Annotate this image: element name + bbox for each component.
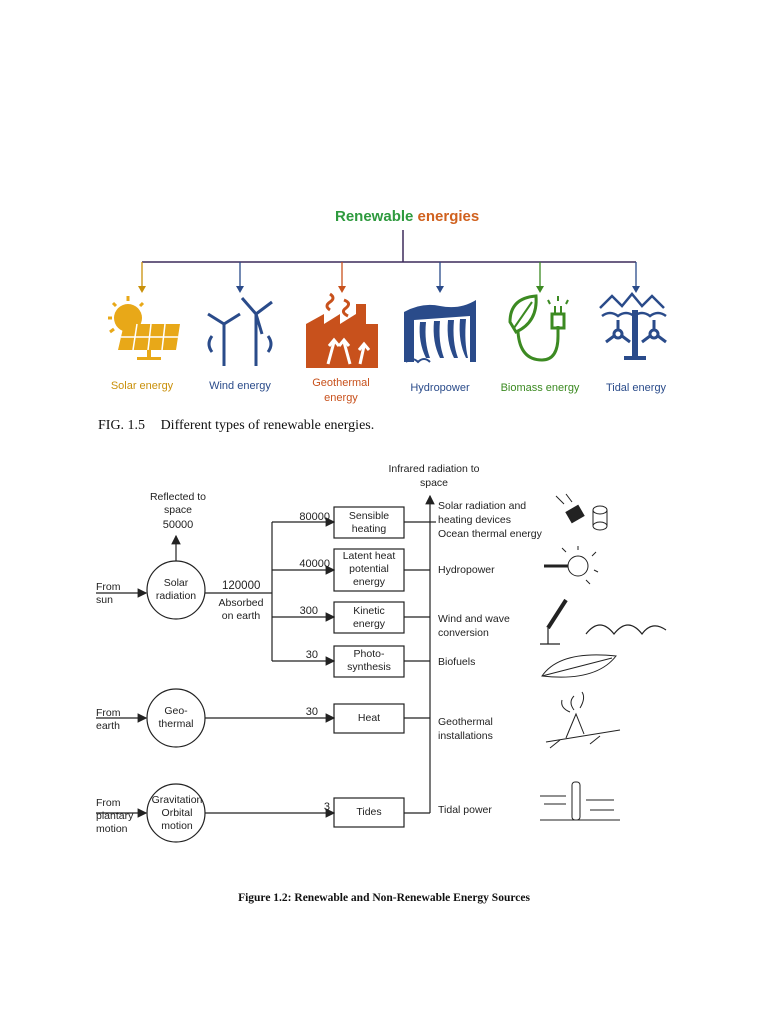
tidal-turbine-icon — [599, 292, 667, 360]
from-earth-label: From earth — [96, 707, 121, 732]
label-tidal-energy: Tidal energy — [605, 382, 667, 394]
label-wind-energy: Wind energy — [209, 380, 271, 392]
water-wheel-icon — [544, 546, 599, 585]
tree-connector-lines — [138, 230, 640, 293]
from-plantary-label: From plantary motion — [96, 797, 134, 835]
label-hydropower: Hydropower — [410, 382, 470, 394]
figure-renewable-types: Renewable energies — [0, 0, 768, 450]
output-label: Geothermal installations — [438, 716, 493, 742]
reflected-value: 50000 — [162, 519, 194, 531]
figure-caption: FIG. 1.5 Different types of renewable en… — [98, 418, 374, 434]
absorbed-value: 120000 — [222, 580, 261, 592]
box-label: Kinetic energy — [352, 605, 386, 630]
tide-gauge-icon — [540, 781, 620, 821]
wind-turbine-icon — [207, 297, 273, 366]
solar-circle-label: Solar radiation — [155, 577, 197, 602]
flow-value: 80000 — [299, 511, 330, 523]
flow-value: 3 — [323, 801, 330, 813]
output-label: Hydropower — [438, 564, 495, 576]
flow-value: 30 — [305, 706, 318, 718]
figure-2-caption: Figure 1.2: Renewable and Non-Renewable … — [238, 892, 530, 904]
label-solar-energy: Solar energy — [110, 380, 174, 392]
flow-value: 30 — [305, 649, 318, 661]
output-label: Biofuels — [438, 656, 476, 668]
title-word-renewable: Renewable — [335, 208, 414, 225]
label-biomass-energy: Biomass energy — [500, 382, 580, 394]
leaf-icon — [541, 654, 617, 678]
infrared-label: Infrared radiation to space — [388, 463, 480, 489]
reflected-label: Reflected to space — [149, 491, 207, 516]
volcano-icon — [545, 691, 621, 749]
output-label: Wind and wave conversion — [438, 613, 510, 639]
title-word-energies: energies — [417, 208, 480, 225]
box-label: Latent heat potential energy — [342, 550, 396, 588]
box-label: Tides — [356, 806, 382, 818]
from-sun-label: From sun — [96, 581, 121, 606]
leaf-plug-icon — [508, 294, 569, 362]
solar-collector-icon — [555, 493, 608, 531]
box-label: Heat — [357, 712, 381, 724]
box-label: Photo- synthesis — [347, 648, 391, 673]
flow-value: 40000 — [299, 558, 330, 570]
geothermal-plant-icon — [306, 292, 378, 368]
caption-label: FIG. 1.5 — [98, 418, 146, 433]
windmill-wave-icon — [540, 598, 667, 645]
geothermal-circle-label: Geo- thermal — [158, 705, 194, 730]
label-geothermal-energy: Geothermal energy — [312, 377, 370, 404]
absorbed-label: Absorbed on earth — [218, 597, 264, 622]
gravitation-circle-label: Gravitation Orbital motion — [151, 794, 203, 832]
solar-panel-sun-icon — [108, 296, 180, 360]
flow-value: 300 — [299, 605, 318, 617]
dam-icon — [404, 300, 476, 364]
figure-title: Renewable energies — [335, 208, 479, 225]
box-label: Sensible heating — [348, 510, 390, 535]
output-label: Solar radiation and heating devices Ocea… — [438, 500, 542, 540]
caption-text: Different types of renewable energies. — [160, 418, 375, 433]
output-label: Tidal power — [438, 804, 492, 816]
